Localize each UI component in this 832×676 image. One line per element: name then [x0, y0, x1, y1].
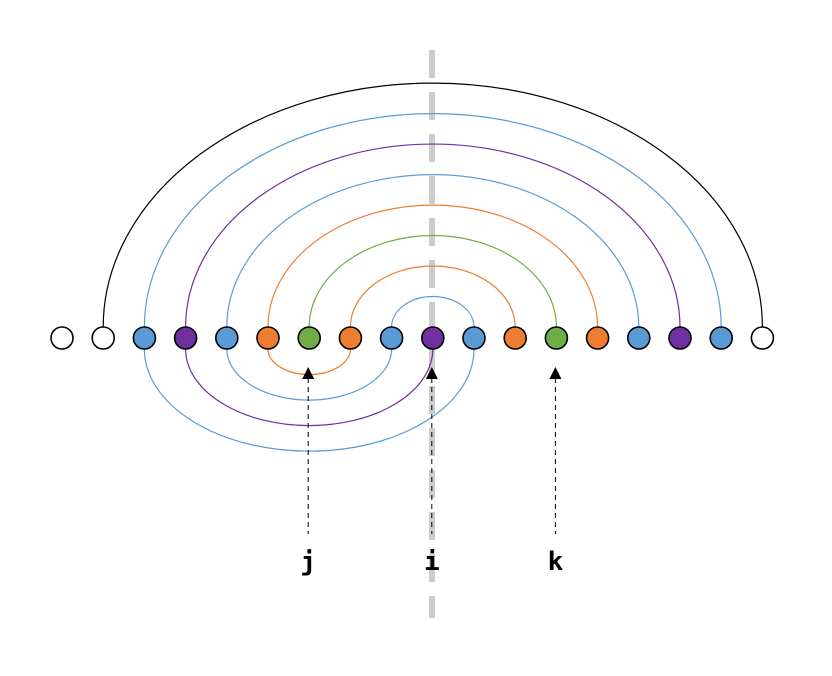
pointer-label-j: j [300, 547, 316, 577]
node-white [50, 326, 74, 350]
pointers [302, 367, 562, 534]
node-orange [503, 326, 528, 350]
node-purple [420, 326, 445, 350]
node-orange [256, 326, 280, 350]
node-green [544, 326, 569, 350]
arc-below [226, 348, 393, 401]
arc-below [185, 348, 434, 427]
arcs-below [143, 348, 475, 452]
node-blue [379, 326, 404, 350]
arc-above [143, 113, 722, 328]
arc-above [267, 204, 599, 328]
pointer-label-i: i [424, 547, 440, 577]
arc-above [349, 265, 516, 328]
node-orange [338, 326, 363, 350]
node-white [91, 326, 115, 350]
node-blue [709, 326, 734, 350]
arc-above [308, 234, 557, 328]
pointer-label-k: k [548, 547, 564, 577]
arcs-above [102, 82, 763, 328]
node-blue [132, 326, 157, 350]
node-green [297, 326, 322, 350]
arc-above [226, 174, 640, 328]
node-blue [626, 326, 651, 350]
node-blue [215, 326, 239, 350]
arc-above [391, 295, 475, 328]
arc-below [143, 348, 475, 452]
pointer-arrowhead-k [549, 367, 562, 379]
arc-above [185, 143, 681, 328]
nodes [50, 326, 775, 350]
arc-above [102, 82, 763, 328]
node-orange [585, 326, 610, 350]
pointer-arrowhead-j [302, 367, 315, 379]
node-blue [462, 326, 486, 350]
pointer-arrowhead-i [425, 367, 438, 379]
node-white [750, 326, 775, 350]
node-purple [668, 326, 692, 350]
node-purple [173, 326, 198, 350]
